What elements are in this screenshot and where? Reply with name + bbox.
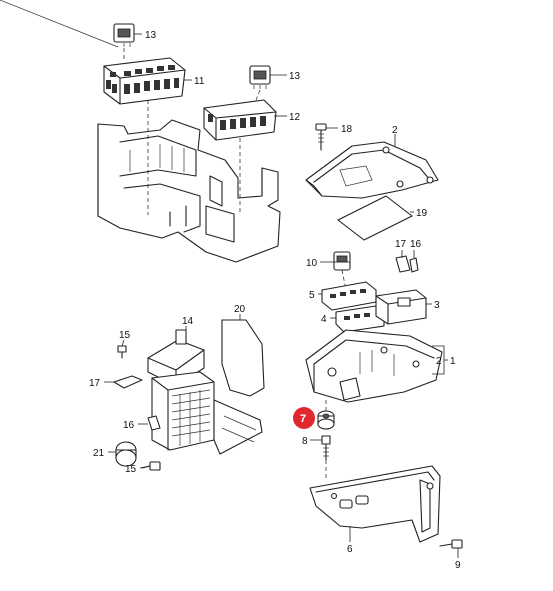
grommet-7[interactable] [317, 410, 335, 430]
mounting-bracket-6[interactable] [309, 465, 441, 543]
highlight-marker[interactable] [293, 407, 315, 429]
callout-13-right[interactable]: 13 [289, 71, 301, 82]
fuse-relay-carrier-12[interactable] [203, 99, 277, 141]
callout-12[interactable]: 12 [289, 112, 301, 123]
fuse-17-left[interactable] [113, 375, 143, 389]
callout-4[interactable]: 4 [321, 314, 327, 325]
callout-21[interactable]: 21 [93, 448, 105, 459]
callout-10[interactable]: 10 [306, 258, 318, 269]
relay-13-right-mount-line [255, 89, 261, 101]
callout-15-upper[interactable]: 15 [119, 330, 131, 341]
fuse-carrier-unit[interactable] [151, 371, 263, 455]
callout-17-left[interactable]: 17 [89, 378, 101, 389]
callout-13-top[interactable]: 13 [145, 30, 157, 41]
callout-3[interactable]: 3 [434, 300, 440, 311]
screw-15-upper[interactable] [117, 345, 127, 359]
relay-holder-3[interactable] [375, 289, 427, 325]
fuse-holder-21[interactable] [115, 441, 137, 467]
relay-13-right[interactable] [249, 65, 271, 89]
screw-18[interactable] [315, 123, 327, 151]
callout-17-right[interactable]: 17 [395, 239, 407, 250]
callout-11[interactable]: 11 [194, 76, 205, 87]
callout-2-cover[interactable]: 2 [392, 125, 398, 136]
fuse-16-left[interactable] [147, 415, 161, 431]
highlight-label: 7 [300, 413, 306, 425]
fuse-box-housing-1[interactable] [305, 329, 443, 403]
callout-16-left[interactable]: 16 [123, 420, 135, 431]
callout-16-right[interactable]: 16 [410, 239, 422, 250]
cover-20[interactable] [221, 319, 265, 397]
screw-15-lower[interactable] [141, 461, 161, 471]
callout-8[interactable]: 8 [302, 436, 308, 447]
bolt-8[interactable] [321, 435, 331, 461]
callout-2-housing[interactable]: 2 [436, 356, 442, 367]
callout-1[interactable]: 1 [450, 356, 456, 367]
callout-18[interactable]: 18 [341, 124, 353, 135]
cover-2[interactable] [305, 141, 439, 199]
fuse-relay-carrier-11[interactable] [103, 57, 186, 105]
relay-13-top[interactable] [0, 0, 135, 48]
highlight-callout-7[interactable]: 7 [293, 407, 315, 429]
callout-5[interactable]: 5 [309, 290, 315, 301]
relay-holder-5[interactable] [321, 281, 377, 311]
leader-lines [104, 33, 459, 558]
callout-20[interactable]: 20 [234, 304, 246, 315]
fuse-16-right[interactable] [409, 257, 419, 273]
relay-holder-4[interactable] [335, 305, 385, 333]
callout-9[interactable]: 9 [455, 560, 461, 571]
callout-19[interactable]: 19 [416, 208, 428, 219]
bolt-9[interactable] [439, 539, 463, 549]
callouts: 13 11 13 12 18 2 19 17 16 10 5 3 4 2 1 8… [89, 30, 461, 571]
callout-15-lower[interactable]: 15 [125, 464, 137, 475]
fuse-17-right[interactable] [395, 255, 411, 273]
callout-6[interactable]: 6 [347, 544, 353, 555]
mounting-bracket [97, 119, 281, 263]
callout-14[interactable]: 14 [182, 316, 194, 327]
gasket-19[interactable] [337, 195, 413, 241]
relay-10[interactable] [333, 251, 351, 271]
